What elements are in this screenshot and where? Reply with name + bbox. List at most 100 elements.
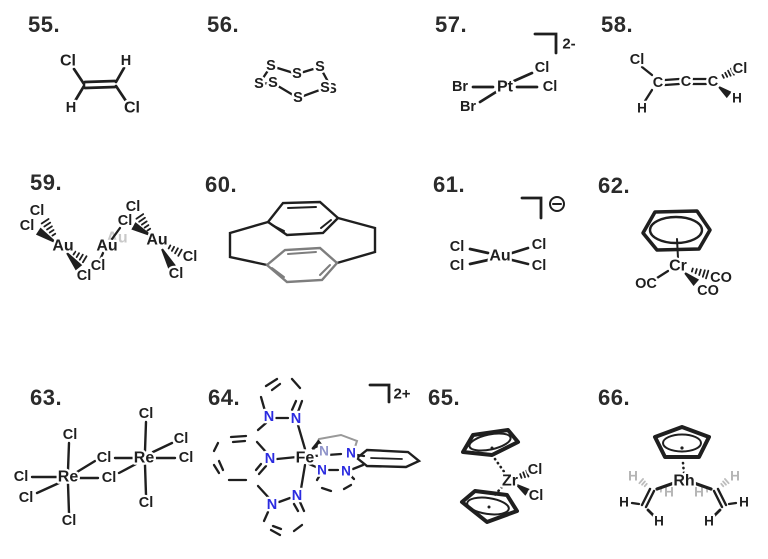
atom-label-h: H bbox=[739, 495, 749, 510]
ethylene-bridge-right bbox=[335, 216, 377, 265]
atom-label-s: S bbox=[268, 75, 278, 91]
atom-label-cl: Cl bbox=[102, 470, 117, 486]
structure-64-number: 64. bbox=[208, 385, 241, 410]
atom-label-re: Re bbox=[134, 450, 155, 467]
atom-label-oc: OC bbox=[635, 276, 657, 292]
atom-label-co: CO bbox=[710, 270, 732, 286]
s8-ring bbox=[256, 64, 335, 100]
structure-64: 64. bbox=[205, 370, 435, 559]
structure-61: 61. Au Cl Cl Cl Cl bbox=[430, 165, 600, 315]
atom-label-au: Au bbox=[489, 248, 510, 265]
structure-62-number: 62. bbox=[598, 173, 631, 198]
atom-label-cl: Cl bbox=[77, 268, 92, 284]
structure-56-number: 56. bbox=[207, 12, 240, 37]
structure-61-number: 61. bbox=[433, 172, 466, 197]
benzene-ring bbox=[641, 209, 712, 252]
structure-59-number: 59. bbox=[30, 170, 63, 195]
solid-wedge-bond bbox=[161, 248, 176, 270]
atom-label-cr: Cr bbox=[669, 258, 687, 275]
cp-ring-top bbox=[461, 428, 520, 457]
atom-label-cl: Cl bbox=[174, 431, 189, 447]
bonds bbox=[72, 66, 128, 103]
structure-64-drawing: 2+ Fe N N N N N N N N N bbox=[212, 377, 422, 537]
bonds bbox=[98, 226, 122, 262]
atom-label-br: Br bbox=[460, 99, 476, 115]
structure-60-number: 60. bbox=[205, 172, 238, 197]
solid-wedge-bond bbox=[718, 86, 732, 99]
back-lower-pyrazole-ring bbox=[315, 468, 356, 493]
atom-label-cl: Cl bbox=[124, 100, 140, 117]
atom-label-cl: Cl bbox=[20, 218, 35, 234]
structure-61-drawing: Au Cl Cl Cl Cl bbox=[448, 196, 565, 276]
cr-oc-bond bbox=[655, 269, 670, 280]
atom-label-cl: Cl bbox=[60, 53, 76, 70]
atom-label-cl: Cl bbox=[169, 266, 184, 282]
atom-label-cl: Cl bbox=[30, 203, 45, 219]
atom-label-cl: Cl bbox=[529, 488, 544, 504]
bonds bbox=[468, 246, 530, 266]
atom-label-n: N bbox=[264, 409, 274, 425]
structure-66-drawing: H H Rh H H H bbox=[617, 425, 751, 531]
ring-centroid-dot bbox=[680, 446, 684, 450]
atom-label-n: N bbox=[346, 446, 356, 461]
back-pyridine-ring bbox=[355, 448, 422, 469]
atom-label-n: N bbox=[291, 411, 301, 427]
cp-ring bbox=[653, 425, 711, 459]
atom-label-fe: Fe bbox=[296, 450, 315, 467]
structure-57: 57. 2- Pt Br Br Cl Cl bbox=[430, 5, 605, 155]
structure-63-number: 63. bbox=[30, 385, 63, 410]
atom-label-h: H bbox=[66, 100, 76, 116]
gray-hashed-bond bbox=[659, 487, 666, 494]
circled-minus-icon bbox=[549, 196, 565, 212]
atom-label-cl: Cl bbox=[179, 450, 194, 466]
structure-63-drawing: Re Re Cl Cl Cl Cl Cl Cl Cl Cl Cl Cl bbox=[12, 404, 196, 532]
atom-label-cl: Cl bbox=[97, 450, 112, 466]
structure-55: 55. Cl H H Cl bbox=[20, 5, 200, 155]
solid-wedge-bond bbox=[516, 484, 530, 496]
gray-hashed-bond bbox=[720, 478, 730, 488]
solid-wedge-bond bbox=[66, 252, 83, 271]
solid-wedge-bond bbox=[35, 227, 56, 243]
hashed-wedge-bond bbox=[72, 250, 88, 264]
atom-label-n: N bbox=[267, 497, 277, 513]
structure-63: 63. Re Re Cl Cl Cl Cl Cl Cl Cl Cl Cl Cl bbox=[10, 380, 210, 559]
gray-hashed-bond bbox=[638, 478, 648, 488]
benzene-ring-bottom-double-bonds bbox=[271, 251, 331, 278]
atom-label-cl: Cl bbox=[14, 469, 29, 485]
atom-label-re: Re bbox=[58, 469, 79, 486]
charge-bracket bbox=[368, 383, 391, 404]
solid-wedge-bond bbox=[311, 439, 323, 450]
aromatic-circle bbox=[466, 496, 510, 516]
hashed-wedge-bond bbox=[721, 67, 735, 79]
structure-58-drawing: Cl C C C Cl H H bbox=[628, 50, 750, 118]
structure-59: 59. Au bbox=[10, 165, 210, 315]
atom-label-h-gray: H bbox=[628, 469, 638, 484]
bonds bbox=[30, 420, 177, 515]
structure-60-drawing bbox=[228, 200, 377, 284]
ring-centroid-dot bbox=[490, 446, 494, 450]
ring-metal-bond bbox=[676, 238, 679, 259]
structure-65-drawing: Zr Cl Cl bbox=[460, 428, 546, 524]
atom-label-au: Au bbox=[146, 232, 167, 249]
hashed-wedge-bond bbox=[167, 244, 183, 257]
atom-label-s: S bbox=[293, 90, 303, 106]
atom-label-n: N bbox=[265, 451, 275, 467]
bonds bbox=[640, 65, 708, 103]
atom-label-h: H bbox=[654, 514, 664, 529]
atom-label-h: H bbox=[619, 495, 629, 510]
atom-label-n: N bbox=[341, 464, 351, 479]
atom-label-cl: Cl bbox=[63, 427, 78, 443]
ring-centroid-dot bbox=[487, 505, 491, 509]
atom-label-h: H bbox=[637, 101, 647, 116]
atom-label-pt: Pt bbox=[497, 79, 514, 96]
structure-56: 56. S S S S S S S S bbox=[200, 5, 400, 155]
atom-label-cl: Cl bbox=[630, 52, 645, 68]
atom-label-s: S bbox=[315, 59, 325, 75]
benzene-ring-top-double-bonds bbox=[271, 206, 332, 232]
atom-label-n: N bbox=[292, 488, 302, 504]
structure-57-number: 57. bbox=[435, 12, 468, 37]
hashed-wedge-bond bbox=[40, 218, 57, 237]
atom-label-c: C bbox=[681, 74, 692, 90]
atom-label-s: S bbox=[266, 58, 276, 74]
aromatic-circle bbox=[662, 433, 702, 453]
